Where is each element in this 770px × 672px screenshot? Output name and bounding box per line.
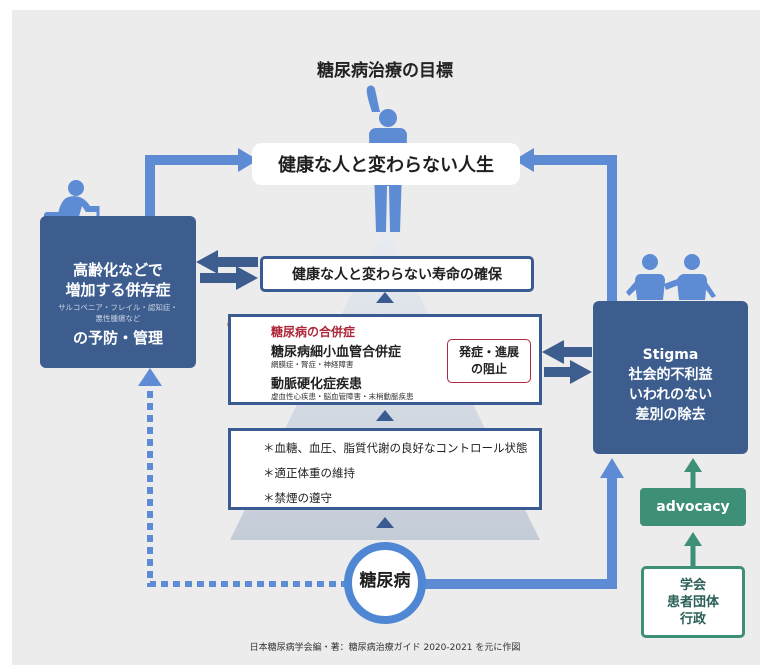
stigma-line1: Stigma [642,347,699,363]
green-arrow-1-head [684,458,702,472]
arrow-left-to-goal-head [238,148,258,172]
comorbidity-line1: 高齢化などで [73,261,163,279]
life-expectancy-text: 健康な人と変わらない寿命の確保 [292,267,502,283]
source-caption: 日本糖尿病学会編・著：糖尿病治療ガイド 2020-2021 を元に作図 [249,643,521,653]
prevention-line2: の阻止 [470,362,507,376]
arrow-right-to-comp [542,340,592,364]
complications-heading: 糖尿病の合併症 [271,325,356,339]
control-item-weight: ＊適正体重の維持 [263,466,355,480]
comorbidity-line3: の予防・管理 [72,329,163,347]
arrow-from-left-panel [200,266,258,290]
macrovascular-title: 動脈硬化症疾患 [271,377,363,392]
two-people-icon [626,254,716,300]
stakeholder-government: 行政 [679,611,706,627]
dashed-connector-head [138,368,162,386]
prevention-box: 発症・進展 の阻止 [447,339,531,383]
stigma-line3: いわれのない [628,387,713,403]
dashed-connector [147,376,348,587]
stigma-line2: 社会的不利益 [628,367,713,383]
control-item-smoking: ＊禁煙の遵守 [263,491,332,505]
advocacy-text: advocacy [656,499,730,515]
diabetes-circle [344,542,426,624]
microvascular-title: 糖尿病細小血管合併症 [271,345,402,360]
stakeholder-society: 学会 [679,577,706,593]
stakeholder-patients: 患者団体 [666,594,719,610]
stigma-line4: 差別の除去 [635,407,706,423]
comorbidity-examples-1: サルコペニア・フレイル・認知症・ [58,303,178,312]
goal-box: 健康な人と変わらない人生 [252,143,520,185]
green-arrow-2-head [684,532,702,546]
complications-box: 糖尿病の合併症 糖尿病細小血管合併症 網膜症・腎症・神経障害 動脈硬化症疾患 虚… [228,314,542,405]
macrovascular-detail: 虚血性心疾患・脳血管障害・末梢動脈疾患 [271,392,414,401]
control-item-glucose: ＊血糖、血圧、脂質代謝の良好なコントロール状態 [263,441,528,455]
comorbidity-examples-2: 悪性腫瘍など [95,314,141,323]
advocacy-box: advocacy [640,488,746,526]
diabetes-label: 糖尿病 [359,571,411,591]
arrow-right-to-goal [532,155,617,301]
arrow-right-to-goal-head [514,148,534,172]
arrow-left-to-goal [145,155,240,216]
goal-text: 健康な人と変わらない人生 [278,155,494,176]
arrow-up-3 [376,517,394,528]
arrow-up-1 [376,292,394,303]
solid-connector [422,476,617,589]
arrow-comp-to-right [544,360,592,384]
prevention-line1: 発症・進展 [458,345,519,359]
arrow-to-left-panel [196,250,258,274]
microvascular-detail: 網膜症・腎症・神経障害 [271,360,354,369]
stigma-panel: Stigma 社会的不利益 いわれのない 差別の除去 [593,301,748,454]
control-box: ＊血糖、血圧、脂質代謝の良好なコントロール状態 ＊適正体重の維持 ＊禁煙の遵守 [228,428,542,510]
stakeholders-box: 学会 患者団体 行政 [641,566,745,638]
life-expectancy-box: 健康な人と変わらない寿命の確保 [260,256,534,292]
comorbidity-panel: 高齢化などで 増加する併存症 サルコペニア・フレイル・認知症・ 悪性腫瘍など の… [40,216,196,368]
arrow-up-2 [376,410,394,421]
solid-connector-head [600,458,624,478]
diagram-title: 糖尿病治療の目標 [317,61,453,81]
comorbidity-line2: 増加する併存症 [65,281,171,299]
